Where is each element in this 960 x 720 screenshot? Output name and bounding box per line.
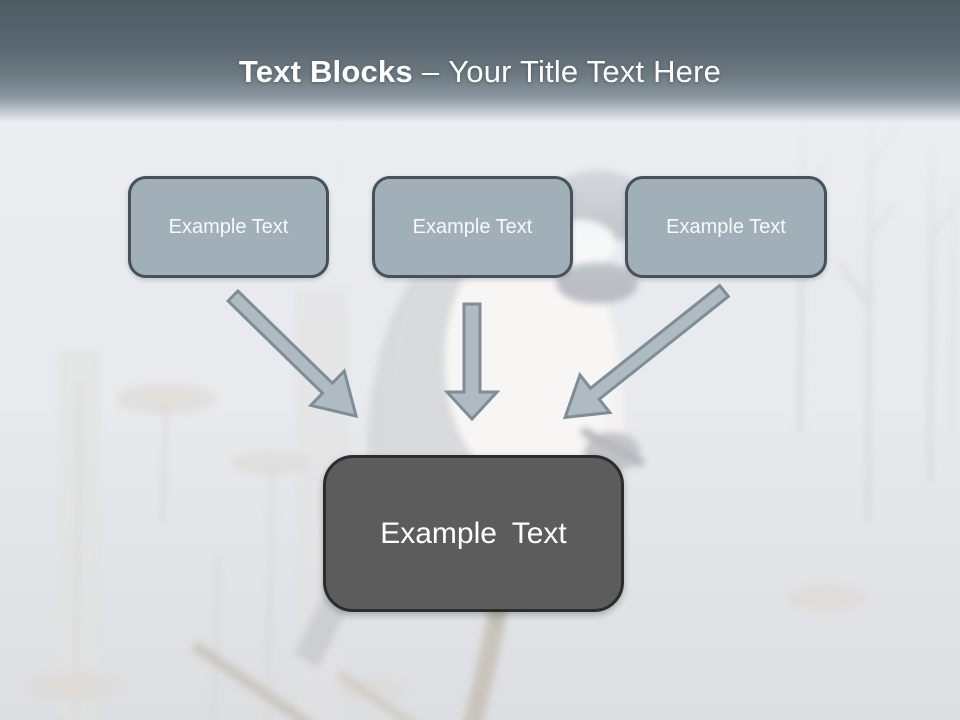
slide-title-separator: –	[421, 54, 440, 89]
text-block-3[interactable]: Example Text	[625, 176, 827, 278]
text-block-2[interactable]: Example Text	[372, 176, 573, 278]
slide-title: Text Blocks–Your Title Text Here	[0, 54, 960, 90]
arrow-down-left[interactable]	[550, 272, 739, 436]
title-bar: Text Blocks–Your Title Text Here	[0, 0, 960, 122]
arrow-down[interactable]	[443, 302, 501, 422]
text-block-3-label: Example Text	[666, 215, 786, 238]
text-block-2-label: Example Text	[412, 215, 533, 238]
slide-title-bold: Text Blocks	[238, 54, 413, 89]
text-block-1-label: Example Text	[168, 215, 289, 238]
slide-title-rest: Your Title Text Here	[448, 54, 722, 89]
background-dried-flowers	[28, 384, 866, 701]
arrow-down-right[interactable]	[216, 279, 373, 433]
summary-block[interactable]: Example Text	[323, 455, 624, 612]
text-block-1[interactable]: Example Text	[128, 176, 329, 278]
summary-block-label: Example Text	[380, 516, 567, 550]
